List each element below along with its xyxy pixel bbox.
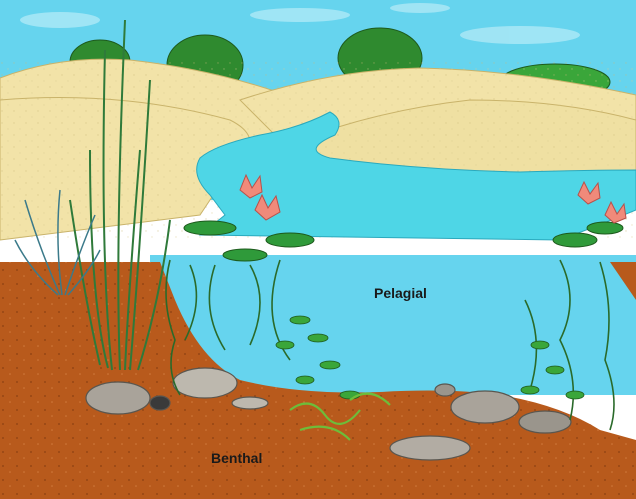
rock [390,436,470,460]
rock [232,397,268,409]
rock [150,396,170,410]
rock [519,411,571,433]
rock [173,368,237,398]
benthal-label: Benthal [211,450,262,466]
pelagial-label: Pelagial [374,285,427,301]
rock [86,382,150,414]
rock [435,384,455,396]
rock [451,391,519,423]
